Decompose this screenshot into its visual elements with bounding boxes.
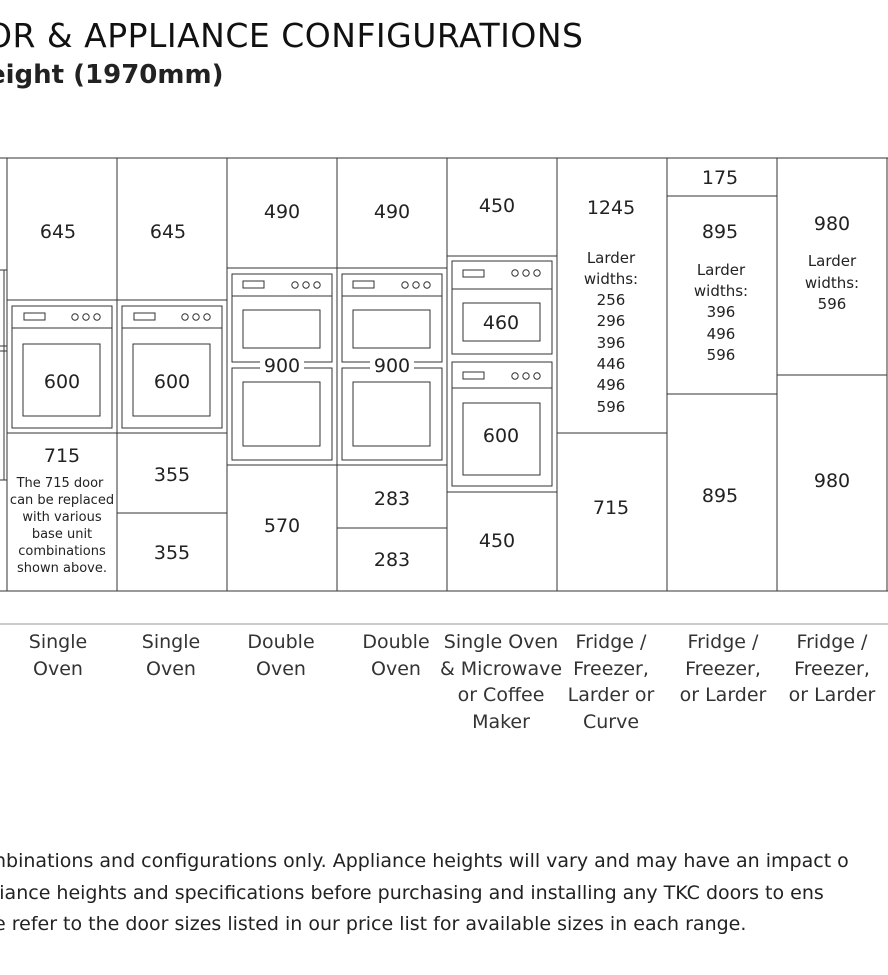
note-line: base unit — [32, 527, 92, 542]
larder-width-value: 296 — [597, 312, 626, 330]
column-labels: Single Oven Single Oven Double Oven Doub… — [29, 631, 876, 733]
larder-width-value: 396 — [707, 303, 736, 321]
larder-widths-title: widths: — [805, 274, 859, 292]
door-size-label: 980 — [814, 213, 850, 235]
column-fridge-larder-1: 175 895 Larder widths: 396 496 596 895 — [667, 167, 777, 507]
microwave-icon — [451, 260, 553, 355]
door-size-label: 980 — [814, 470, 850, 492]
microwave-size-label: 460 — [483, 312, 519, 334]
column-fridge-larder-2: 980 Larder widths: 596 980 — [777, 213, 887, 492]
door-size-label: 895 — [702, 485, 738, 507]
column-label: or Coffee — [458, 684, 545, 706]
note-line: shown above. — [17, 561, 107, 576]
column-label: Oven — [146, 658, 196, 680]
column-double-oven-1: 490 900 570 — [227, 201, 337, 537]
door-size-label: 645 — [150, 221, 186, 243]
larder-width-value: 596 — [707, 346, 736, 364]
column-label: or Larder — [680, 684, 767, 706]
oven-icon — [11, 305, 113, 429]
larder-width-value: 596 — [597, 398, 626, 416]
door-size-label: 283 — [374, 549, 410, 571]
larder-width-value: 496 — [707, 325, 736, 343]
note-line: can be replaced — [10, 493, 114, 508]
disclaimer-line: liance heights and specifications before… — [0, 881, 824, 904]
larder-width-value: 496 — [597, 376, 626, 394]
door-size-label: 450 — [479, 530, 515, 552]
column-label: Larder or — [568, 684, 655, 706]
column-label: Double — [362, 631, 429, 653]
oven-icon — [121, 305, 223, 429]
oven-size-label: 900 — [264, 355, 300, 377]
double-oven-icon — [231, 273, 333, 461]
oven-icon — [451, 361, 553, 487]
configuration-diagram: 645 600 715 The 715 door can be replaced… — [0, 157, 888, 733]
column-label: Fridge / — [576, 631, 647, 653]
column-label: Maker — [472, 711, 530, 733]
oven-size-label: 600 — [154, 371, 190, 393]
door-size-label: 355 — [154, 542, 190, 564]
column-label: Fridge / — [797, 631, 868, 653]
column-oven-microwave: 450 460 600 450 — [447, 195, 557, 552]
column-single-oven-1: 645 600 715 The 715 door can be replaced… — [7, 221, 117, 576]
oven-size-label: 900 — [374, 355, 410, 377]
disclaimer-line: nbinations and configurations only. Appl… — [0, 850, 849, 872]
column-label: Single — [29, 631, 87, 653]
larder-width-value: 256 — [597, 291, 626, 309]
oven-size-label: 600 — [483, 425, 519, 447]
disclaimer-note: nbinations and configurations only. Appl… — [0, 846, 849, 941]
column-label: Oven — [371, 658, 421, 680]
door-size-label: 1245 — [587, 197, 635, 219]
larder-widths-title: Larder — [697, 261, 746, 279]
larder-widths-title: Larder — [808, 252, 857, 270]
larder-widths-title: widths: — [694, 282, 748, 300]
column-double-oven-2: 490 900 283 283 — [337, 201, 447, 571]
door-size-label: 570 — [264, 515, 300, 537]
column-label: or Larder — [789, 684, 876, 706]
larder-width-value: 596 — [818, 295, 847, 313]
note-line: with various — [22, 510, 102, 525]
larder-width-value: 396 — [597, 334, 626, 352]
column-label: Fridge / — [688, 631, 759, 653]
disclaimer-line: e refer to the door sizes listed in our … — [0, 913, 747, 935]
column-label: Freezer, — [685, 658, 761, 680]
column-label: Single — [142, 631, 200, 653]
door-size-label: 715 — [44, 445, 80, 467]
door-size-label: 715 — [593, 497, 629, 519]
door-size-label: 490 — [374, 201, 410, 223]
column-label: Freezer, — [573, 658, 649, 680]
column-label: Freezer, — [794, 658, 870, 680]
column-label: Oven — [33, 658, 83, 680]
column-fridge-larder-curve: 1245 Larder widths: 256 296 396 446 496 … — [557, 197, 667, 519]
oven-size-label: 600 — [44, 371, 80, 393]
door-size-label: 355 — [154, 464, 190, 486]
column-label: & Microwave — [440, 658, 562, 680]
column-label: Single Oven — [444, 631, 558, 653]
larder-widths-title: widths: — [584, 270, 638, 288]
column-label: Curve — [583, 711, 639, 733]
door-size-label: 283 — [374, 488, 410, 510]
door-size-label: 645 — [40, 221, 76, 243]
page-title: OR & APPLIANCE CONFIGURATIONS — [0, 16, 584, 55]
column-label: Double — [247, 631, 314, 653]
double-oven-icon — [341, 273, 443, 461]
note-line: combinations — [18, 544, 106, 559]
door-size-label: 175 — [702, 167, 738, 189]
larder-width-value: 446 — [597, 355, 626, 373]
page-subtitle: eight (1970mm) — [0, 60, 224, 90]
door-size-label: 895 — [702, 221, 738, 243]
larder-widths-title: Larder — [587, 249, 636, 267]
door-size-label: 490 — [264, 201, 300, 223]
column-label: Oven — [256, 658, 306, 680]
door-size-label: 450 — [479, 195, 515, 217]
column-single-oven-2: 645 600 355 355 — [117, 221, 227, 564]
note-line: The 715 door — [16, 476, 104, 491]
